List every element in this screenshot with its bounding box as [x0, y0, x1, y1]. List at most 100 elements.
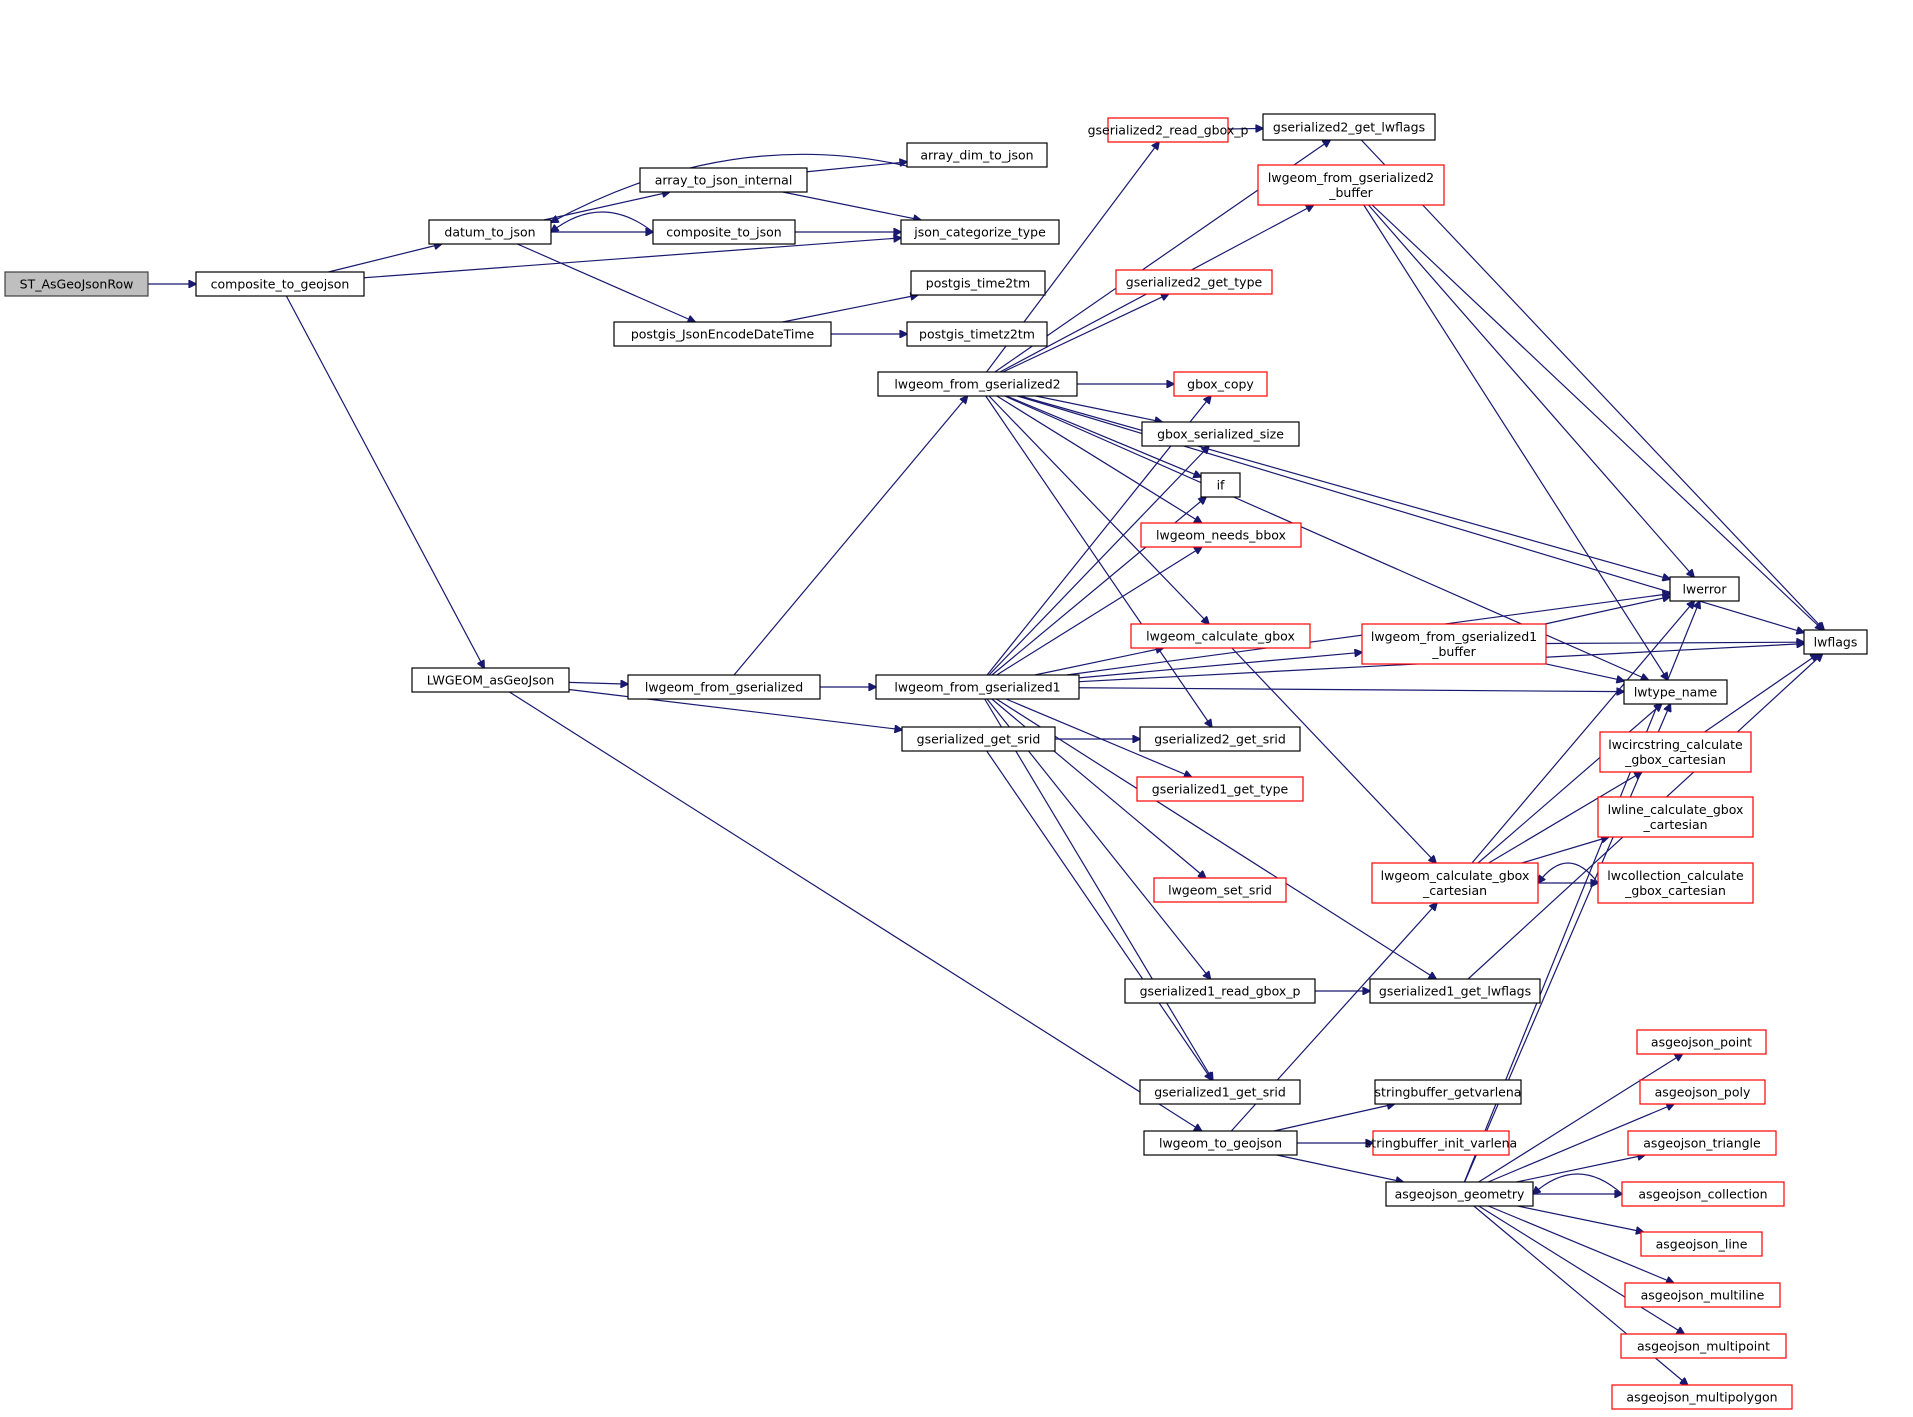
node-box[interactable] — [1139, 726, 1301, 752]
node-if[interactable]: if — [1200, 472, 1241, 498]
node-array_dim_to_json[interactable]: array_dim_to_json — [906, 142, 1048, 168]
node-lwgeom_set_srid[interactable]: lwgeom_set_srid — [1153, 877, 1287, 903]
node-box[interactable] — [1143, 1130, 1298, 1156]
node-LWGEOM_asGeoJson[interactable]: LWGEOM_asGeoJson — [411, 667, 570, 693]
node-box[interactable] — [613, 321, 832, 347]
node-lwgeom_calculate_gbox_cartesian[interactable]: lwgeom_calculate_gbox_cartesian — [1371, 862, 1539, 904]
node-lwcollection_calculate_gbox_cartesian[interactable]: lwcollection_calculate_gbox_cartesian — [1597, 862, 1754, 904]
node-gserialized2_get_srid[interactable]: gserialized2_get_srid — [1139, 726, 1301, 752]
node-box[interactable] — [1374, 1079, 1522, 1105]
node-composite_to_geojson[interactable]: composite_to_geojson — [195, 271, 365, 297]
node-asgeojson_geometry[interactable]: asgeojson_geometry — [1385, 1181, 1534, 1207]
node-asgeojson_point[interactable]: asgeojson_point — [1636, 1029, 1767, 1055]
node-box[interactable] — [1257, 164, 1445, 206]
node-box[interactable] — [1611, 1384, 1793, 1410]
node-lwgeom_calculate_gbox[interactable]: lwgeom_calculate_gbox — [1130, 623, 1311, 649]
node-lwtype_name[interactable]: lwtype_name — [1623, 679, 1728, 705]
node-box[interactable] — [1371, 862, 1539, 904]
node-asgeojson_triangle[interactable]: asgeojson_triangle — [1627, 1130, 1777, 1156]
node-postgis_timetz2tm[interactable]: postgis_timetz2tm — [906, 321, 1048, 347]
node-box[interactable] — [195, 271, 365, 297]
node-lwgeom_needs_bbox[interactable]: lwgeom_needs_bbox — [1140, 522, 1302, 548]
node-asgeojson_poly[interactable]: asgeojson_poly — [1639, 1079, 1766, 1105]
node-lwcircstring_calculate_gbox_cartesian[interactable]: lwcircstring_calculate_gbox_cartesian — [1599, 731, 1752, 773]
node-box[interactable] — [1669, 576, 1740, 602]
node-box[interactable] — [1200, 472, 1241, 498]
node-box[interactable] — [627, 674, 821, 700]
node-box[interactable] — [1136, 776, 1304, 802]
node-ST_AsGeoJsonRow[interactable]: ST_AsGeoJsonRow — [4, 271, 149, 297]
node-box[interactable] — [1130, 623, 1311, 649]
node-lwgeom_from_gserialized2_buffer[interactable]: lwgeom_from_gserialized2_buffer — [1257, 164, 1445, 206]
node-gbox_copy[interactable]: gbox_copy — [1173, 371, 1268, 397]
node-gserialized2_read_gbox_p[interactable]: gserialized2_read_gbox_p — [1088, 117, 1249, 143]
node-box[interactable] — [1372, 1130, 1510, 1156]
node-gserialized1_get_srid[interactable]: gserialized1_get_srid — [1139, 1079, 1301, 1105]
node-box[interactable] — [1361, 623, 1547, 665]
node-gserialized2_get_lwflags[interactable]: gserialized2_get_lwflags — [1262, 113, 1436, 141]
node-box[interactable] — [1803, 629, 1868, 655]
node-postgis_time2tm[interactable]: postgis_time2tm — [910, 270, 1046, 296]
node-box[interactable] — [906, 321, 1048, 347]
node-gserialized2_get_type[interactable]: gserialized2_get_type — [1115, 269, 1273, 295]
node-gserialized1_get_type[interactable]: gserialized1_get_type — [1136, 776, 1304, 802]
node-box[interactable] — [1107, 117, 1229, 143]
node-lwgeom_from_gserialized1_buffer[interactable]: lwgeom_from_gserialized1_buffer — [1361, 623, 1547, 665]
node-lwgeom_from_gserialized2[interactable]: lwgeom_from_gserialized2 — [877, 371, 1078, 397]
node-box[interactable] — [1623, 679, 1728, 705]
node-box[interactable] — [1621, 1181, 1785, 1207]
node-stringbuffer_init_varlena[interactable]: stringbuffer_init_varlena — [1365, 1130, 1517, 1156]
node-asgeojson_line[interactable]: asgeojson_line — [1640, 1231, 1763, 1257]
node-box[interactable] — [1262, 113, 1436, 141]
node-box[interactable] — [910, 270, 1046, 296]
node-gbox_serialized_size[interactable]: gbox_serialized_size — [1141, 421, 1300, 447]
node-box[interactable] — [1141, 421, 1300, 447]
node-lwflags[interactable]: lwflags — [1803, 629, 1868, 655]
node-asgeojson_multiline[interactable]: asgeojson_multiline — [1624, 1282, 1781, 1308]
node-box[interactable] — [875, 674, 1080, 700]
node-box[interactable] — [877, 371, 1078, 397]
node-composite_to_json[interactable]: composite_to_json — [652, 219, 796, 245]
node-asgeojson_multipolygon[interactable]: asgeojson_multipolygon — [1611, 1384, 1793, 1410]
node-box[interactable] — [1624, 1282, 1781, 1308]
node-gserialized1_get_lwflags[interactable]: gserialized1_get_lwflags — [1369, 978, 1541, 1004]
node-box[interactable] — [1597, 862, 1754, 904]
node-box[interactable] — [1153, 877, 1287, 903]
node-box[interactable] — [1636, 1029, 1767, 1055]
node-box[interactable] — [900, 219, 1060, 245]
node-box[interactable] — [906, 142, 1048, 168]
node-lwgeom_to_geojson[interactable]: lwgeom_to_geojson — [1143, 1130, 1298, 1156]
node-lwgeom_from_gserialized1[interactable]: lwgeom_from_gserialized1 — [875, 674, 1080, 700]
node-box[interactable] — [1639, 1079, 1766, 1105]
node-lwline_calculate_gbox_cartesian[interactable]: lwline_calculate_gbox_cartesian — [1597, 796, 1754, 838]
node-asgeojson_collection[interactable]: asgeojson_collection — [1621, 1181, 1785, 1207]
node-box[interactable] — [1627, 1130, 1777, 1156]
node-asgeojson_multipoint[interactable]: asgeojson_multipoint — [1620, 1333, 1787, 1359]
node-lwerror[interactable]: lwerror — [1669, 576, 1740, 602]
node-box[interactable] — [1385, 1181, 1534, 1207]
node-box[interactable] — [1115, 269, 1273, 295]
node-box[interactable] — [1173, 371, 1268, 397]
node-box[interactable] — [1369, 978, 1541, 1004]
node-box[interactable] — [428, 219, 552, 245]
node-json_categorize_type[interactable]: json_categorize_type — [900, 219, 1060, 245]
node-gserialized1_read_gbox_p[interactable]: gserialized1_read_gbox_p — [1124, 978, 1316, 1004]
node-box[interactable] — [1124, 978, 1316, 1004]
node-box[interactable] — [652, 219, 796, 245]
node-datum_to_json[interactable]: datum_to_json — [428, 219, 552, 245]
node-box[interactable] — [901, 726, 1056, 752]
node-gserialized_get_srid[interactable]: gserialized_get_srid — [901, 726, 1056, 752]
node-lwgeom_from_gserialized[interactable]: lwgeom_from_gserialized — [627, 674, 821, 700]
node-box[interactable] — [1597, 796, 1754, 838]
node-box[interactable] — [1599, 731, 1752, 773]
node-box[interactable] — [1640, 1231, 1763, 1257]
node-postgis_JsonEncodeDateTime[interactable]: postgis_JsonEncodeDateTime — [613, 321, 832, 347]
node-box[interactable] — [4, 271, 149, 297]
node-array_to_json_internal[interactable]: array_to_json_internal — [639, 167, 808, 193]
node-stringbuffer_getvarlena[interactable]: stringbuffer_getvarlena — [1374, 1079, 1522, 1105]
node-box[interactable] — [639, 167, 808, 193]
node-box[interactable] — [1620, 1333, 1787, 1359]
node-box[interactable] — [1139, 1079, 1301, 1105]
node-box[interactable] — [1140, 522, 1302, 548]
node-box[interactable] — [411, 667, 570, 693]
